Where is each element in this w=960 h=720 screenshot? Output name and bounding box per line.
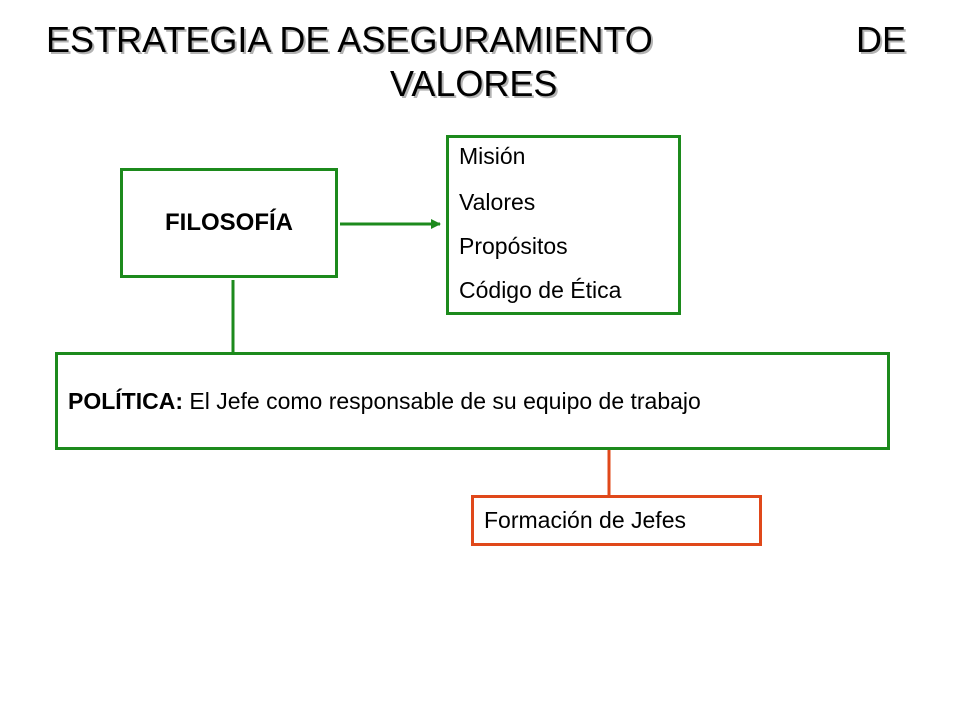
title-line-2: VALORES [390, 63, 558, 104]
filosofia-label: FILOSOFÍA [165, 209, 293, 236]
list-item-valores: Valores [459, 189, 536, 215]
filosofia-items-box: Misión Valores Propósitos Código de Étic… [446, 135, 681, 315]
formacion-label: Formación de Jefes [484, 507, 686, 533]
title-line-1-right: DE [855, 19, 906, 60]
list-item-propositos: Propósitos [459, 233, 568, 259]
list-item-codigo-etica: Código de Ética [459, 277, 622, 303]
politica-text: El Jefe como responsable de su equipo de… [183, 387, 701, 414]
formacion-box: Formación de Jefes [471, 495, 762, 546]
list-item-mision: Misión [459, 143, 526, 169]
filosofia-box: FILOSOFÍA [120, 168, 338, 278]
politica-label: POLÍTICA: [68, 387, 183, 414]
filosofia-items-list: Misión Valores Propósitos Código de Étic… [459, 142, 678, 312]
title-line-1: ESTRATEGIA DE ASEGURAMIENTO DE [46, 18, 906, 62]
title-line-1-left: ESTRATEGIA DE ASEGURAMIENTO [46, 19, 653, 60]
page-title: ESTRATEGIA DE ASEGURAMIENTO DE VALORES [40, 18, 920, 106]
politica-box: POLÍTICA: El Jefe como responsable de su… [55, 352, 890, 450]
